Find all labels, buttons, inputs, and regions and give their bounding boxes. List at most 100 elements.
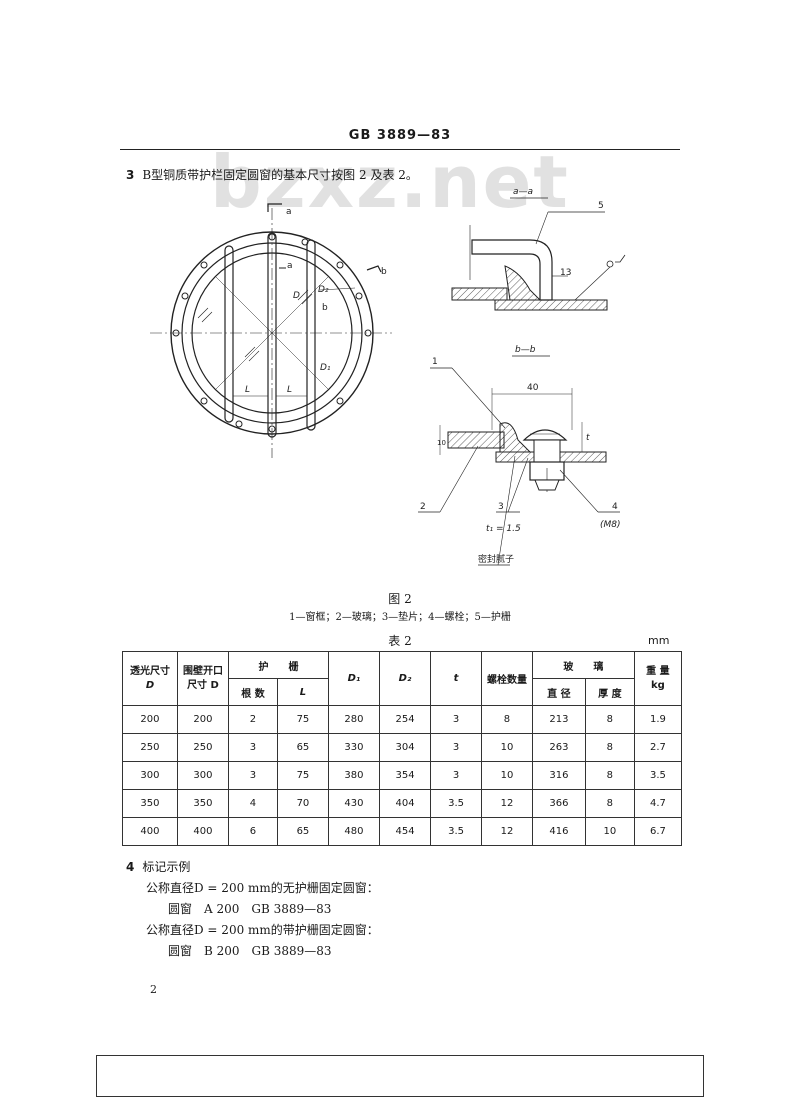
table-cell: 3.5 <box>430 817 483 846</box>
table-unit: mm <box>648 634 670 647</box>
dim-13: 13 <box>560 268 571 278</box>
table-cell: 8 <box>584 705 635 734</box>
table-cell: 304 <box>378 733 432 762</box>
table-cell: 2.7 <box>633 733 683 762</box>
example-b-mark: 圆窗 B 200 GB 3889—83 <box>168 944 332 958</box>
table-cell: 330 <box>327 733 380 762</box>
col-wall-opening: 围壁开口尺寸 D <box>176 651 230 706</box>
section-b-mark-bottom: b <box>322 303 328 313</box>
table-cell: 70 <box>276 789 329 818</box>
table-cell: 213 <box>531 705 586 734</box>
table-cell: 3 <box>228 733 278 762</box>
table-cell: 416 <box>531 817 586 846</box>
part-5-callout: 5 <box>598 201 604 211</box>
section-a-mark-bottom: a <box>287 261 293 271</box>
table-cell: 2 <box>228 705 278 734</box>
table-cell: 10 <box>481 761 533 790</box>
table-cell: 316 <box>531 761 586 790</box>
table-cell: 350 <box>122 789 178 818</box>
table-cell: 366 <box>531 789 586 818</box>
figure-legend: 1—窗框；2—玻璃；3—垫片；4—螺栓；5—护栅 <box>289 612 511 623</box>
watermark: bzxz.net <box>210 140 570 224</box>
table-cell: 3.5 <box>633 761 683 790</box>
page-number: 2 <box>150 983 157 996</box>
col-bolts: 螺栓数量 <box>481 651 533 706</box>
part-1-callout: 1 <box>432 357 438 367</box>
example-b-desc: 公称直径D = 200 mm的带护栅固定圆窗： <box>146 923 379 937</box>
col-grid-count: 根 数 <box>228 678 278 706</box>
table-cell: 3 <box>430 733 483 762</box>
label-t1: t₁ = 1.5 <box>486 524 521 534</box>
table-cell: 300 <box>176 761 230 790</box>
part-4-callout: 4 <box>612 502 618 512</box>
table-cell: 10 <box>584 817 635 846</box>
bottom-frame <box>96 1055 704 1097</box>
table-cell: 280 <box>327 705 380 734</box>
table-cell: 12 <box>481 817 533 846</box>
label-D1: D₁ <box>320 363 331 373</box>
table-cell: 3.5 <box>430 789 483 818</box>
window-front-view <box>150 203 392 458</box>
table-cell: 354 <box>378 761 432 790</box>
table-cell: 6.7 <box>633 817 683 846</box>
table-cell: 404 <box>378 789 432 818</box>
table-cell: 8 <box>584 761 635 790</box>
section-b-b-view <box>418 355 620 566</box>
table-cell: 75 <box>276 705 329 734</box>
section-b-mark-top: b <box>381 267 387 277</box>
col-grid: 护 栅 <box>228 651 329 679</box>
sealant-callout: 密封腻子 <box>478 553 514 565</box>
table-cell: 8 <box>584 733 635 762</box>
table-cell: 480 <box>327 817 380 846</box>
figure-caption: 图 2 <box>388 592 412 606</box>
dim-40: 40 <box>527 383 539 393</box>
section-a-a-label: a—a <box>513 187 533 197</box>
col-D1: D₁ <box>327 651 380 706</box>
table-cell: 250 <box>176 733 230 762</box>
table-cell: 1.9 <box>633 705 683 734</box>
table-cell: 8 <box>481 705 533 734</box>
header-rule <box>120 149 680 150</box>
col-grid-L: L <box>276 678 329 706</box>
example-a-desc: 公称直径D = 200 mm的无护栅固定圆窗： <box>146 881 379 895</box>
figure-2-drawing: a a b b D D₂ D₁ L L a—a 5 13 <box>150 187 626 566</box>
table-cell: 254 <box>378 705 432 734</box>
table-cell: 200 <box>122 705 178 734</box>
table-cell: 300 <box>122 761 178 790</box>
table-cell: 380 <box>327 761 380 790</box>
col-D2: D₂ <box>378 651 432 706</box>
col-glass-diameter: 直 径 <box>531 678 586 706</box>
table-cell: 6 <box>228 817 278 846</box>
table-cell: 263 <box>531 733 586 762</box>
table-cell: 3 <box>430 761 483 790</box>
table-cell: 400 <box>176 817 230 846</box>
label-m8: (M8) <box>600 520 621 530</box>
label-t: t <box>586 433 590 443</box>
section-a-a-view <box>451 197 626 311</box>
table-cell: 75 <box>276 761 329 790</box>
col-glass: 玻 璃 <box>531 651 635 679</box>
table-caption: 表 2 <box>388 634 412 648</box>
label-D: D <box>293 291 300 301</box>
table-cell: 250 <box>122 733 178 762</box>
col-t: t <box>430 651 483 706</box>
table-cell: 65 <box>276 733 329 762</box>
table-cell: 65 <box>276 817 329 846</box>
table-cell: 454 <box>378 817 432 846</box>
label-L-right: L <box>287 385 292 395</box>
section-b-b-label: b—b <box>515 345 536 355</box>
label-D2: D₂ <box>318 285 329 295</box>
part-2-callout: 2 <box>420 502 426 512</box>
table-cell: 3 <box>430 705 483 734</box>
table-cell: 4.7 <box>633 789 683 818</box>
